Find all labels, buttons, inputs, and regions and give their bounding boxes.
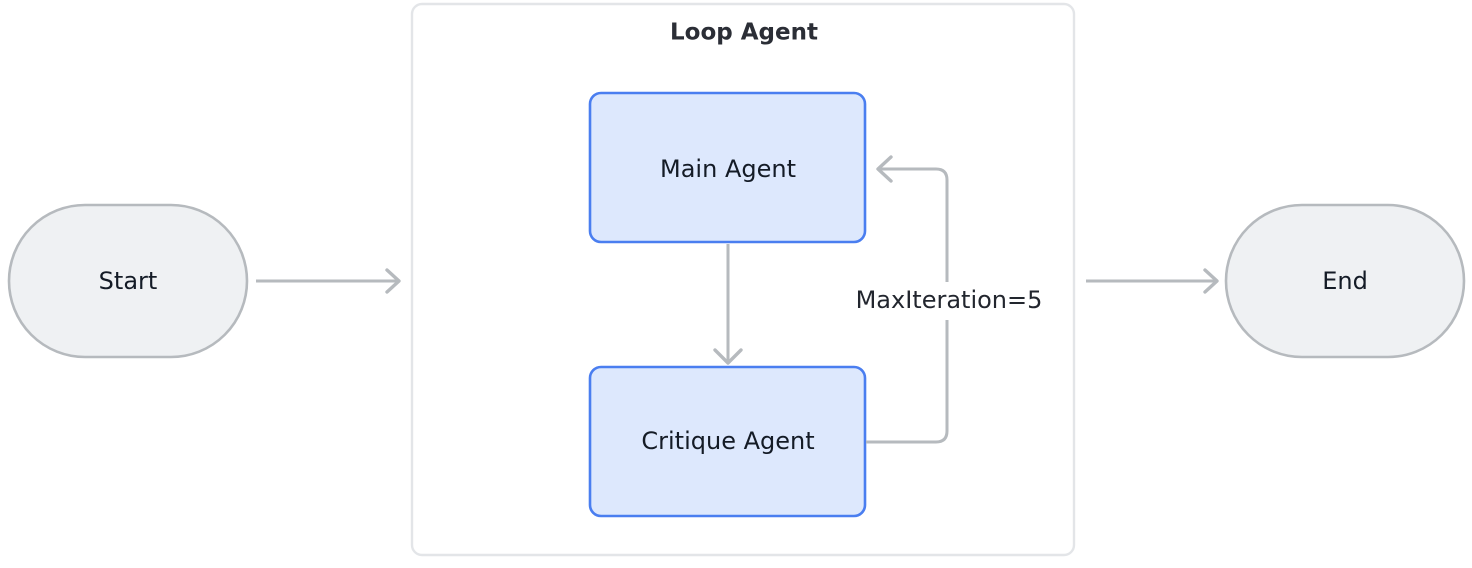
node-end-label: End [1322, 267, 1368, 295]
node-critique-agent-label: Critique Agent [641, 427, 814, 455]
arrowhead-left-icon [876, 155, 893, 183]
node-main-agent-label: Main Agent [660, 155, 796, 183]
edge-label-background [847, 282, 1051, 320]
loop-agent-group-border [410, 2, 1076, 557]
arrowhead-right-end-icon [1203, 268, 1219, 294]
node-critique-agent[interactable]: Critique Agent [588, 365, 867, 518]
edge-main-to-critique [713, 244, 743, 365]
node-main-agent-shape [588, 91, 867, 244]
edge-critique-to-main-label: MaxIteration=5 [856, 286, 1043, 314]
arrowhead-down-icon [713, 348, 743, 365]
node-start-label: Start [99, 267, 158, 295]
edge-start-to-loop [256, 268, 401, 294]
loop-agent-group[interactable]: Loop Agent [410, 2, 1076, 557]
node-start-shape [7, 203, 249, 359]
node-end-shape [1224, 203, 1466, 359]
arrowhead-right-icon [385, 268, 401, 294]
edge-loop-to-end [1086, 268, 1219, 294]
node-start[interactable]: Start [7, 203, 249, 359]
node-main-agent[interactable]: Main Agent [588, 91, 867, 244]
node-critique-agent-shape [588, 365, 867, 518]
node-end[interactable]: End [1224, 203, 1466, 359]
loop-agent-group-title: Loop Agent [670, 20, 818, 46]
edge-critique-to-main: MaxIteration=5 [847, 155, 1051, 444]
